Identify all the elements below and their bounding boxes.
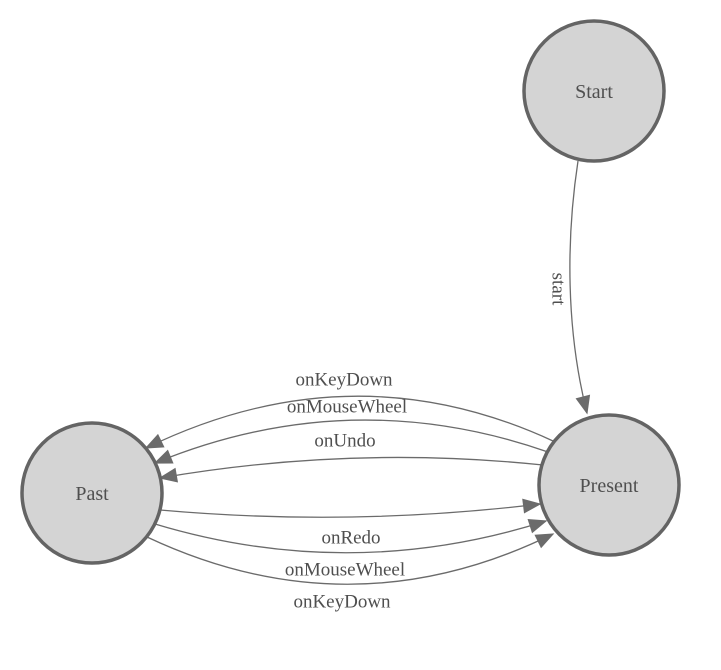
node-present-circle[interactable] [537,413,681,557]
node-label-start: Start [575,81,613,103]
node-past[interactable]: Past [20,421,164,565]
edge-present-to-past-onundo: onUndo [158,431,544,483]
edge-line-start[interactable] [569,160,591,415]
edge-past-to-present-onkeydown: onKeyDown [146,533,555,613]
edge-label-onmousewheel-top: onMouseWheel [287,397,407,418]
edge-label-onundo: onUndo [314,431,375,452]
node-start-circle[interactable] [522,19,666,163]
node-present[interactable]: Present [537,413,681,557]
node-label-present: Present [580,475,639,497]
edge-label-start: start [548,273,569,306]
edge-line-onmousewheel-bottom[interactable] [154,518,548,554]
edge-line-onredo[interactable] [159,498,542,518]
node-past-circle[interactable] [20,421,164,565]
node-start[interactable]: Start [522,19,666,163]
edge-label-onkeydown-bottom: onKeyDown [293,592,391,613]
node-label-past: Past [75,483,109,505]
edge-line-onkeydown-bottom[interactable] [146,533,555,585]
edge-line-onkeydown-top[interactable] [144,395,554,449]
edge-label-onkeydown-top: onKeyDown [295,370,393,391]
edge-label-onredo: onRedo [321,528,380,549]
edge-past-to-present-onmousewheel: onMouseWheel [154,518,548,581]
edge-line-onundo[interactable] [158,456,544,483]
edge-start-to-present: start [548,160,591,415]
edge-past-to-present-onredo: onRedo [159,498,542,549]
edge-present-to-past-onkeydown: onKeyDown [144,370,554,449]
edge-line-onmousewheel-top[interactable] [153,419,549,464]
edge-present-to-past-onmousewheel: onMouseWheel [153,397,549,464]
edge-label-onmousewheel-bottom: onMouseWheel [285,560,405,581]
